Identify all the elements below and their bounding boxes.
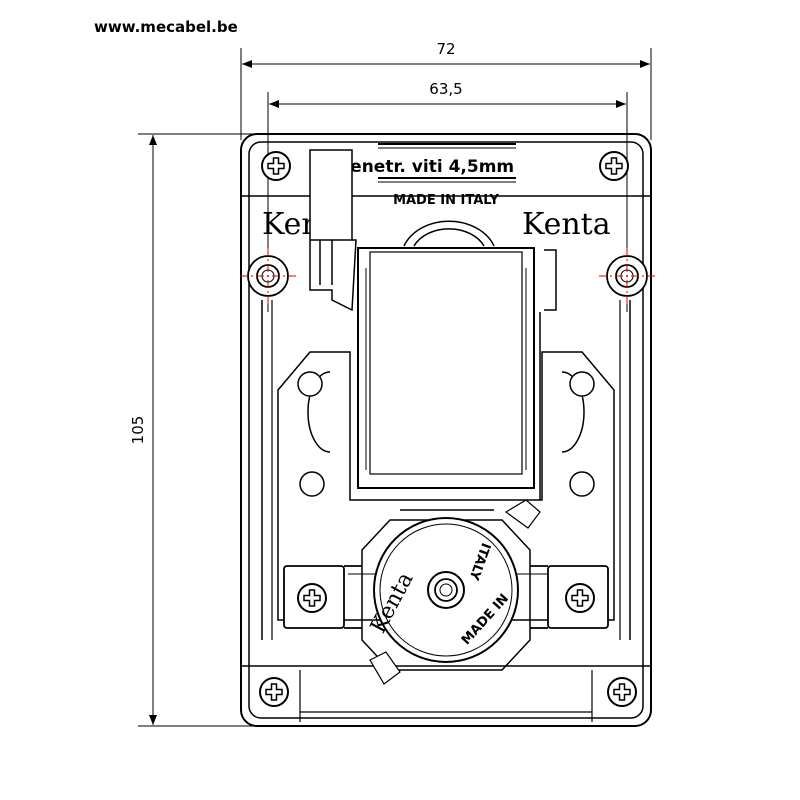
mounting-hole-left-icon: [240, 248, 296, 304]
website-url[interactable]: www.mecabel.be: [94, 18, 238, 36]
shaft-boss: [403, 220, 495, 247]
dimension-label-hole-spacing: 63,5: [429, 80, 462, 98]
motor-housing: [240, 133, 652, 727]
made-in-italy-label: MADE IN ITALY: [393, 193, 499, 208]
stator-hole-upper-right: [569, 371, 595, 397]
label-plate: penetr. viti 4,5mm MADE IN ITALY Kenta K…: [262, 143, 611, 242]
brand-logo-right: Kenta: [522, 207, 611, 242]
stator-hole-lower-left: [299, 471, 325, 497]
stator-hole-upper-left: [297, 371, 323, 397]
screw-bottom-left-icon: [259, 677, 289, 707]
dimension-hole-spacing: 63,5: [267, 80, 628, 312]
screw-rotor-right-icon: [565, 583, 595, 613]
screw-top-left-icon: [261, 151, 291, 181]
stator-hole-lower-right: [569, 471, 595, 497]
connector-tab: [309, 149, 357, 312]
dimension-label-width: 72: [436, 40, 455, 58]
rotor-cup: [348, 499, 548, 685]
dimension-width-72: 72: [240, 40, 652, 140]
screw-bottom-right-icon: [607, 677, 637, 707]
mounting-hole-right-icon: [599, 248, 655, 304]
dimension-height-105: 105: [129, 133, 262, 727]
screw-rotor-left-icon: [297, 583, 327, 613]
coil-winding: [357, 247, 557, 500]
screw-top-right-icon: [599, 151, 629, 181]
screw-penetration-note: penetr. viti 4,5mm: [338, 157, 514, 177]
dimension-label-height: 105: [129, 416, 147, 445]
